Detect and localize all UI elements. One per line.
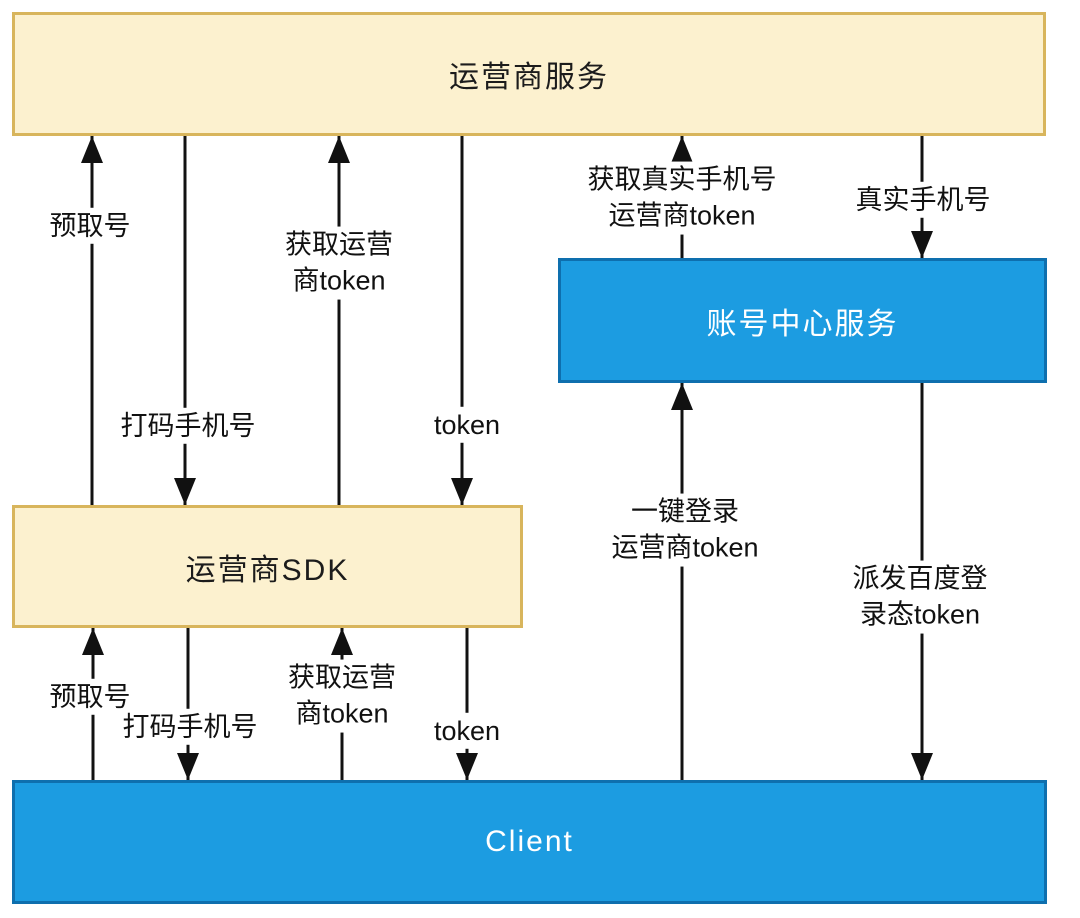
edge-label-carrier_service-to-carrier_sdk: 打码手机号: [115, 407, 261, 445]
arrow-line-carrier_sdk-to-carrier_service: [337, 136, 341, 505]
arrow-line-carrier_service-to-carrier_sdk: [183, 136, 187, 505]
node-carrier-sdk-label: 运营商SDK: [185, 553, 350, 587]
edge-label-client-to-carrier_sdk: 预取号: [44, 678, 136, 716]
arrow-line-carrier_sdk-to-client: [465, 628, 469, 780]
arrowhead-down-icon: [174, 478, 196, 505]
node-client: Client: [12, 780, 1047, 904]
arrowhead-down-icon: [177, 753, 199, 780]
arrowhead-up-icon: [671, 136, 693, 163]
edge-label-account_center-to-client: 派发百度登录态token: [840, 560, 1000, 634]
arrow-line-carrier_sdk-to-carrier_service: [90, 136, 94, 505]
arrowhead-down-icon: [456, 753, 478, 780]
arrow-line-client-to-account_center: [680, 383, 684, 780]
node-carrier-sdk: 运营商SDK: [12, 505, 523, 628]
edge-label-carrier_service-to-account_center: 真实手机号: [850, 181, 996, 219]
edge-label-carrier_sdk-to-client: token: [428, 712, 506, 750]
arrow-line-carrier_service-to-carrier_sdk: [460, 136, 464, 505]
node-carrier-service-label: 运营商服务: [449, 61, 609, 94]
edge-label-carrier_sdk-to-carrier_service: 预取号: [44, 207, 136, 245]
arrowhead-down-icon: [911, 231, 933, 258]
edge-label-carrier_sdk-to-client: 打码手机号: [117, 708, 263, 746]
edge-label-client-to-carrier_sdk: 获取运营 商token: [283, 659, 401, 733]
node-account-center-service: 账号中心服务: [558, 258, 1047, 383]
edge-label-account_center-to-carrier_service: 获取真实手机号 运营商token: [582, 161, 782, 235]
arrowhead-up-icon: [81, 136, 103, 163]
arrow-line-carrier_sdk-to-client: [186, 628, 190, 780]
arrowhead-up-icon: [328, 136, 350, 163]
arrowhead-up-icon: [671, 383, 693, 410]
arrowhead-up-icon: [82, 628, 104, 655]
node-client-label: Client: [485, 825, 574, 858]
edge-label-client-to-account_center: 一键登录 运营商token: [606, 493, 764, 567]
node-carrier-service: 运营商服务: [12, 12, 1046, 136]
node-account-center-service-label: 账号中心服务: [706, 307, 899, 341]
edge-label-carrier_service-to-carrier_sdk: token: [428, 406, 506, 444]
arrowhead-up-icon: [331, 628, 353, 655]
arrowhead-down-icon: [451, 478, 473, 505]
edge-label-carrier_sdk-to-carrier_service: 获取运营 商token: [280, 226, 398, 300]
arrowhead-down-icon: [911, 753, 933, 780]
